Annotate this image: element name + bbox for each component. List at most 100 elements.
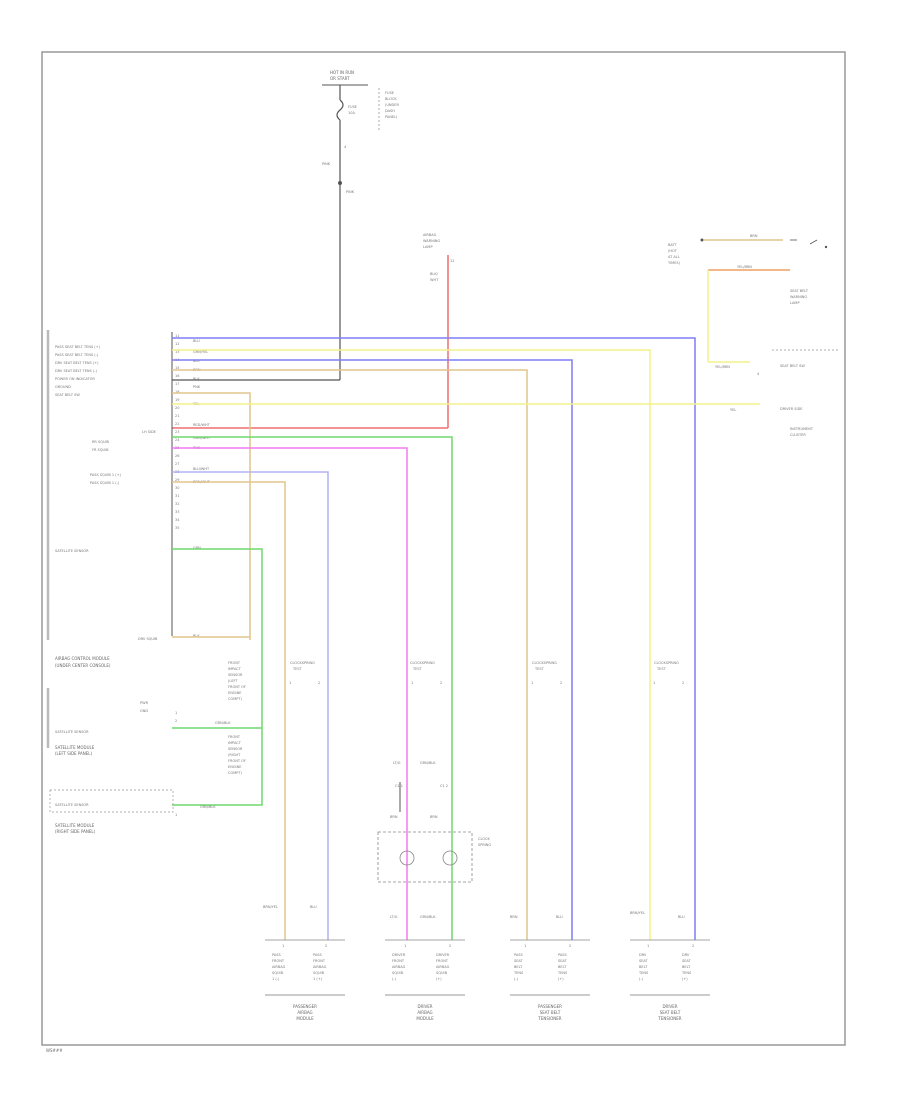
svg-text:SEAT BELT: SEAT BELT bbox=[790, 289, 809, 293]
svg-text:AIRBAG: AIRBAG bbox=[436, 965, 450, 969]
coil-symbol-1 bbox=[399, 850, 415, 866]
svg-text:PASS SQUIB 1 (-): PASS SQUIB 1 (-) bbox=[90, 481, 120, 485]
svg-text:C1 2: C1 2 bbox=[440, 784, 448, 788]
svg-text:SENSOR: SENSOR bbox=[228, 673, 243, 677]
svg-text:(LEFT: (LEFT bbox=[228, 679, 238, 683]
svg-text:SQUIB: SQUIB bbox=[392, 971, 404, 975]
tensioner-drv-minus: DRV SEAT BELT TENS (-) bbox=[638, 953, 649, 981]
svg-text:RR SQUIB: RR SQUIB bbox=[92, 440, 110, 444]
svg-text:HOT IN RUN: HOT IN RUN bbox=[330, 70, 354, 75]
svg-text:TENS: TENS bbox=[681, 971, 692, 975]
svg-text:IMPACT: IMPACT bbox=[228, 741, 242, 745]
svg-text:MODULE: MODULE bbox=[296, 1016, 314, 1021]
svg-text:DRV SEAT BELT TENS (+): DRV SEAT BELT TENS (+) bbox=[55, 361, 99, 365]
svg-text:WARNING: WARNING bbox=[790, 295, 807, 299]
svg-text:DRIVER: DRIVER bbox=[662, 1004, 677, 1009]
clockspring-box bbox=[377, 831, 473, 883]
squib-pass-minus: PASS FRONT AIRBAG SQUIB 1 (-) bbox=[272, 953, 286, 981]
svg-text:PANEL): PANEL) bbox=[385, 115, 398, 119]
squib-driver-plus: DRIVER FRONT AIRBAG SQUIB (+) bbox=[436, 953, 450, 981]
svg-text:26: 26 bbox=[175, 454, 179, 458]
svg-text:BRN: BRN bbox=[510, 915, 518, 919]
svg-text:2: 2 bbox=[318, 681, 320, 685]
svg-text:SATELLITE SENSOR: SATELLITE SENSOR bbox=[55, 730, 89, 734]
svg-text:DRIVER SIDE: DRIVER SIDE bbox=[780, 407, 802, 411]
svg-text:YEL: YEL bbox=[730, 408, 736, 412]
tensioner-drv-plus: DRV SEAT BELT TENS (+) bbox=[681, 953, 692, 981]
svg-text:WHT: WHT bbox=[430, 278, 439, 282]
connector-labels: CLOCKSPRING TEST 1 2 CLOCKSPRING TEST 1 … bbox=[289, 661, 684, 685]
svg-text:PNK: PNK bbox=[193, 385, 201, 389]
svg-text:OR START: OR START bbox=[330, 76, 350, 81]
coil-symbol-2 bbox=[442, 850, 458, 866]
svg-text:AIRBAG: AIRBAG bbox=[272, 965, 286, 969]
svg-text:LAMP: LAMP bbox=[423, 245, 433, 249]
svg-text:FRONT: FRONT bbox=[228, 735, 241, 739]
svg-text:TEST: TEST bbox=[412, 667, 423, 671]
svg-text:2: 2 bbox=[175, 719, 177, 723]
svg-text:LT/G: LT/G bbox=[390, 915, 398, 919]
svg-text:13: 13 bbox=[175, 350, 179, 354]
svg-text:TIMES): TIMES) bbox=[667, 261, 681, 265]
svg-text:CLUSTER: CLUSTER bbox=[790, 433, 806, 437]
svg-text:2: 2 bbox=[449, 944, 451, 948]
svg-text:12: 12 bbox=[175, 342, 179, 346]
svg-text:29: 29 bbox=[175, 478, 179, 482]
svg-text:SATELLITE MODULE: SATELLITE MODULE bbox=[55, 745, 95, 750]
svg-text:BLU: BLU bbox=[678, 915, 685, 919]
svg-text:FUSE: FUSE bbox=[348, 105, 357, 109]
svg-text:COMPT): COMPT) bbox=[228, 771, 242, 775]
svg-text:PASS SQUIB 1 (+): PASS SQUIB 1 (+) bbox=[90, 473, 122, 477]
svg-text:POWER ON INDICATOR: POWER ON INDICATOR bbox=[55, 377, 95, 381]
svg-text:(-): (-) bbox=[392, 977, 397, 981]
green-wire bbox=[172, 436, 453, 940]
svg-text:1: 1 bbox=[289, 681, 291, 685]
svg-text:(-): (-) bbox=[639, 977, 644, 981]
svg-text:1: 1 bbox=[653, 681, 655, 685]
clockspring: LT/G GRN/BLK C1 1 C1 2 BRN BRN CLOCK SPR… bbox=[377, 761, 491, 883]
svg-text:SEAT BELT SW: SEAT BELT SW bbox=[780, 364, 805, 368]
squib-loads: 1 2 1 2 1 2 1 2 PASS FRONT AIRBAG SQUIB … bbox=[265, 939, 710, 1021]
yellow-wire-2 bbox=[172, 349, 651, 940]
svg-text:BELT: BELT bbox=[682, 965, 691, 969]
satellite-modules: PWR GND 1 2 SATELLITE SENSOR GRN/BLK SAT… bbox=[46, 688, 231, 834]
svg-text:DRV SQUIB: DRV SQUIB bbox=[138, 637, 158, 641]
svg-text:17: 17 bbox=[175, 382, 179, 386]
svg-text:1: 1 bbox=[647, 944, 649, 948]
svg-text:TEST: TEST bbox=[534, 667, 545, 671]
svg-text:21: 21 bbox=[175, 414, 179, 418]
squib-pass-plus: PASS FRONT AIRBAG SQUIB 1 (+) bbox=[313, 953, 327, 981]
svg-text:SQUIB: SQUIB bbox=[313, 971, 325, 975]
svg-text:FRONT: FRONT bbox=[272, 959, 285, 963]
svg-text:TENSIONER: TENSIONER bbox=[537, 1016, 561, 1021]
svg-text:DASH: DASH bbox=[385, 109, 395, 113]
magenta-wire bbox=[172, 447, 408, 940]
svg-text:SEAT BELT SW: SEAT BELT SW bbox=[55, 393, 80, 397]
svg-text:CLOCKSPRING: CLOCKSPRING bbox=[654, 661, 679, 665]
svg-text:ENGINE: ENGINE bbox=[228, 691, 241, 695]
svg-text:BELT: BELT bbox=[639, 965, 648, 969]
svg-text:SATELLITE SENSOR: SATELLITE SENSOR bbox=[55, 549, 89, 553]
svg-text:1: 1 bbox=[175, 711, 177, 715]
svg-text:YEL/BRN: YEL/BRN bbox=[737, 265, 752, 269]
svg-text:(-): (-) bbox=[514, 977, 519, 981]
svg-text:DRV: DRV bbox=[639, 953, 647, 957]
svg-text:PASS SEAT BELT TENS (-): PASS SEAT BELT TENS (-) bbox=[55, 353, 99, 357]
svg-text:18: 18 bbox=[175, 390, 179, 394]
svg-text:31: 31 bbox=[175, 494, 179, 498]
svg-text:FRONT: FRONT bbox=[228, 661, 241, 665]
tan-ground-wire bbox=[172, 392, 251, 640]
svg-text:BLOCK: BLOCK bbox=[385, 97, 397, 101]
svg-text:FRONT: FRONT bbox=[392, 959, 405, 963]
svg-text:34: 34 bbox=[175, 518, 180, 522]
svg-text:ENGINE: ENGINE bbox=[228, 765, 241, 769]
svg-text:32: 32 bbox=[175, 502, 179, 506]
svg-text:22: 22 bbox=[175, 422, 179, 426]
svg-text:(+): (+) bbox=[436, 977, 442, 981]
instrument-cluster-area: BRN BATT (HOT AT ALL TIMES) YEL/BRN SEAT… bbox=[667, 234, 840, 437]
bottom-wire-labels: BRN/YEL BLU LT/G GRN/BLK BRN BLU BRN/YEL… bbox=[263, 905, 685, 919]
svg-text:BELT: BELT bbox=[514, 965, 523, 969]
svg-text:BRN: BRN bbox=[390, 815, 398, 819]
svg-text:30: 30 bbox=[175, 486, 179, 490]
svg-text:BLU: BLU bbox=[193, 359, 200, 363]
